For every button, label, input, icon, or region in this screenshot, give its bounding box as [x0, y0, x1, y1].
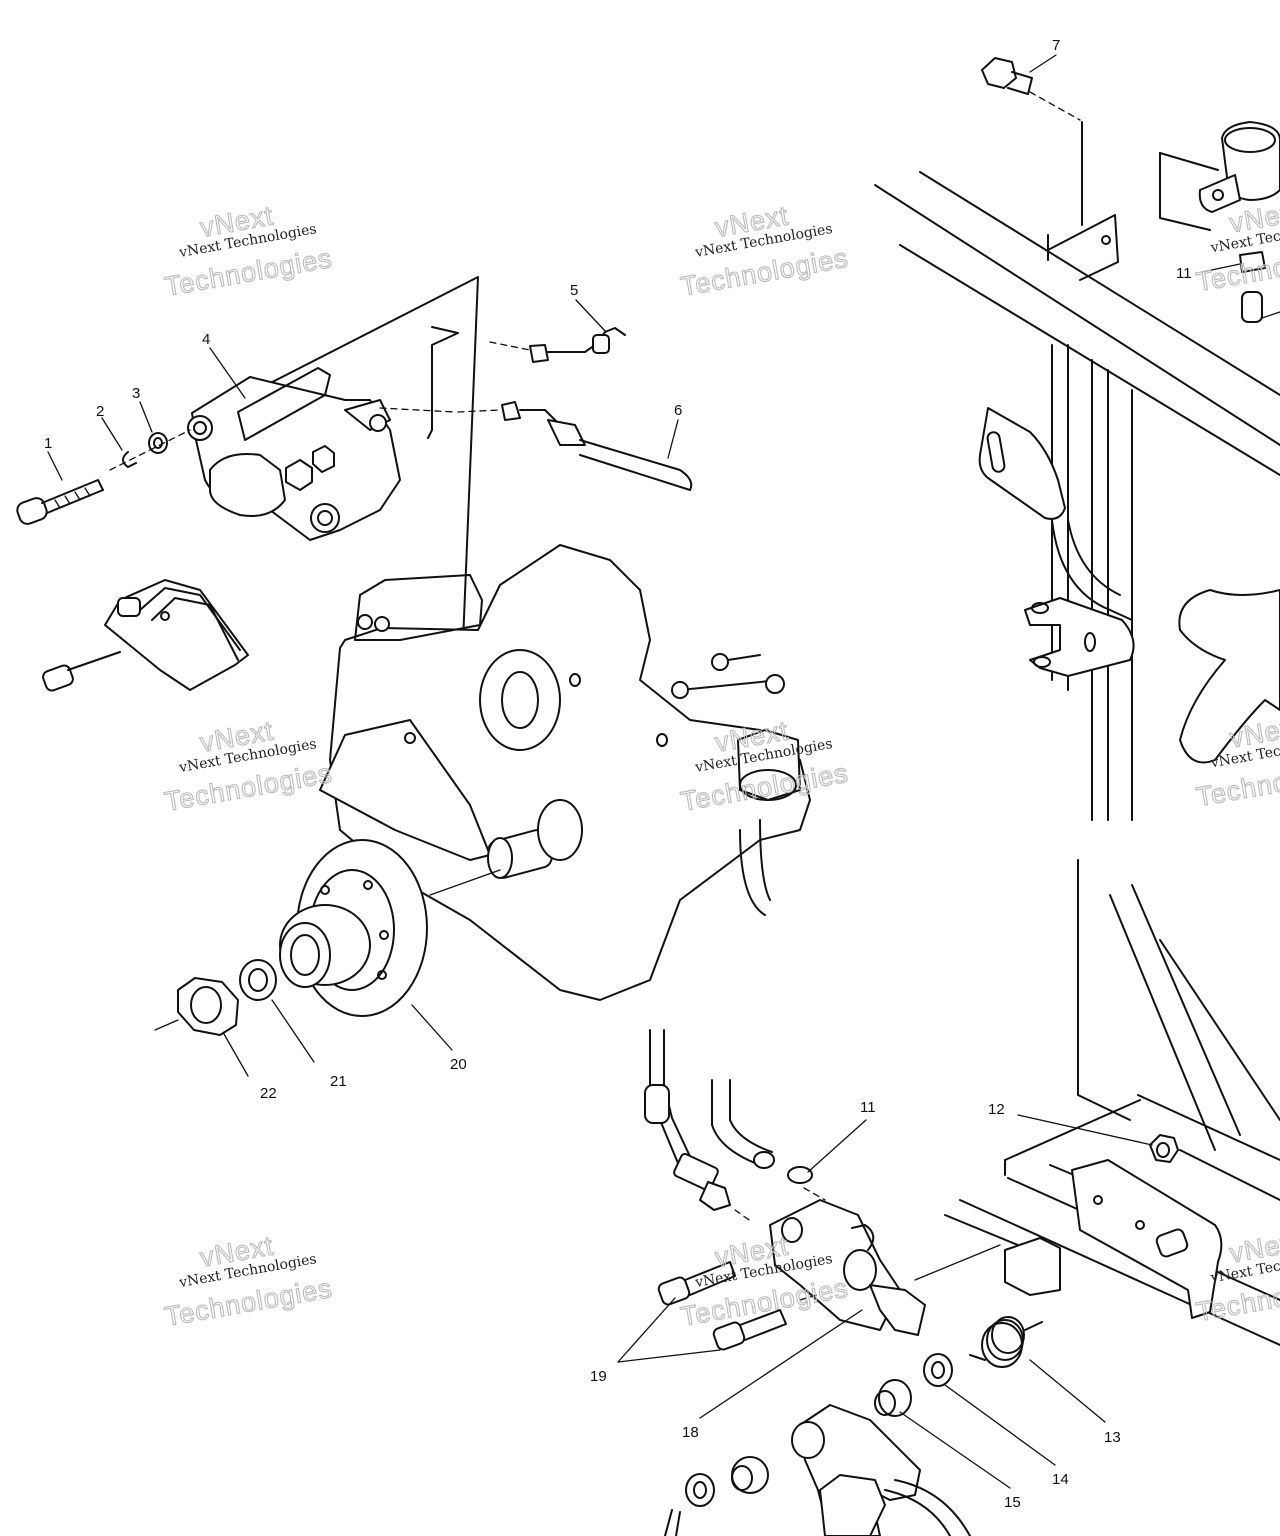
- callout-14: 14: [1052, 1471, 1069, 1488]
- brake-caliper-assembly: [16, 276, 693, 716]
- callout-19: 19: [590, 1368, 607, 1385]
- callout-4: 4: [202, 331, 210, 348]
- callout-7: 7: [1052, 37, 1060, 54]
- watermark-2: vNext vNext Technologies Technologies: [678, 200, 851, 302]
- callout-1: 1: [44, 435, 52, 452]
- frame-assembly: [874, 121, 1280, 1346]
- chaincase-housing: [319, 544, 811, 1001]
- leader-lines: [47, 54, 1153, 1489]
- callout-2: 2: [96, 403, 104, 420]
- callout-6: 6: [674, 402, 682, 419]
- brake-disc-group: [154, 839, 501, 1036]
- master-cylinder-group: [981, 57, 1280, 323]
- callout-labels: 1 2 3 4 5 6 7 11 11 12 13 14 15 18 19 20…: [44, 37, 1192, 1511]
- callout-20: 20: [450, 1056, 467, 1073]
- callout-5: 5: [570, 282, 578, 299]
- watermark-4: vNext vNext Technologies Technologies: [162, 715, 335, 818]
- callout-3: 3: [132, 385, 140, 402]
- callout-12: 12: [988, 1101, 1005, 1118]
- watermark-1: vNext vNext Technologies Technologies: [162, 200, 335, 303]
- callout-21: 21: [330, 1073, 347, 1090]
- brake-linkage-group: [644, 1029, 1179, 1536]
- callout-13: 13: [1104, 1429, 1121, 1446]
- callout-11-top: 11: [1176, 265, 1192, 282]
- callout-11-bottom: 11: [860, 1099, 876, 1116]
- callout-18: 18: [682, 1424, 699, 1441]
- callout-15: 15: [1004, 1494, 1021, 1511]
- callout-22: 22: [260, 1085, 277, 1102]
- watermark-7: vNext vNext Technologies Technologies: [162, 1230, 335, 1333]
